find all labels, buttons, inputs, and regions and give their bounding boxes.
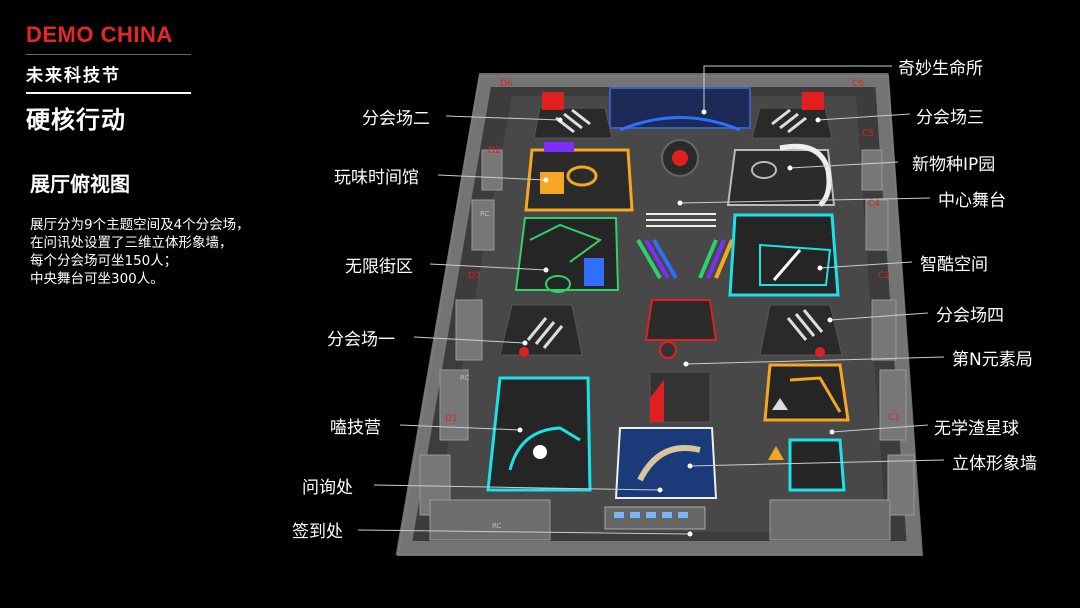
map-code-c6: C6 (852, 79, 864, 89)
callout-dots-right (677, 109, 835, 469)
label-time-museum: 玩味时间馆 (334, 168, 419, 188)
zone-tech-camp (486, 376, 592, 492)
label-session-2: 分会场二 (362, 109, 430, 129)
label-central-stage: 中心舞台 (938, 191, 1006, 211)
description-line: 展厅分为9个主题空间及4个分会场， (30, 217, 250, 233)
label-session-4: 分会场四 (936, 306, 1004, 326)
map-code-c1: C1 (888, 413, 900, 423)
label-check-in: 签到处 (292, 522, 343, 542)
zone-session-4 (759, 304, 843, 357)
map-code-d3: D3 (468, 271, 481, 281)
map-code-rc: RC (480, 210, 490, 218)
callout-lines-left (357, 115, 691, 535)
map-code-rc: RC (460, 374, 470, 382)
zone-reception (604, 506, 706, 530)
zone-planet (763, 363, 850, 422)
label-infinite-street: 无限街区 (345, 257, 413, 277)
map-codes: D6 C6 C5 D2 C4 D3 C2 D1 C1 (445, 79, 900, 424)
label-tech-camp: 嗑技营 (330, 418, 381, 438)
map-code-c5: C5 (862, 129, 874, 139)
callout-dots-left (517, 117, 693, 537)
label-session-3: 分会场三 (916, 108, 984, 128)
description-line: 每个分会场可坐150人； (30, 253, 178, 269)
map-code-d1: D1 (445, 414, 458, 424)
description-line: 在问讯处设置了三维立体形象墙， (30, 235, 233, 251)
zone-life-lab (609, 87, 751, 177)
label-life-lab: 奇妙生命所 (898, 59, 983, 79)
zone-session-2 (533, 92, 613, 139)
zone-infinite-street (514, 217, 620, 293)
map-code-rc: RC (492, 522, 502, 530)
zone-ip-park (726, 143, 836, 207)
label-element-n: 第N元素局 (952, 350, 1033, 370)
bottom-rooms (429, 499, 891, 541)
brand-slogan: 硬核行动 (26, 106, 126, 134)
brand-logo: DEMO CHINA (26, 22, 173, 47)
zone-central-stage (636, 213, 734, 280)
label-smart-space: 智酷空间 (920, 255, 988, 275)
map-code-d2: D2 (488, 146, 501, 156)
label-session-1: 分会场一 (327, 330, 395, 350)
zone-session-1 (499, 304, 583, 357)
overview-description: 展厅分为9个主题空间及4个分会场， 在问讯处设置了三维立体形象墙， 每个分会场可… (30, 216, 330, 288)
zone-smart-space (728, 213, 840, 297)
brand-divider (26, 54, 191, 55)
brand-divider-bold (26, 92, 191, 94)
map-code-c2: C2 (878, 271, 890, 281)
label-planet: 无学渣星球 (934, 419, 1019, 439)
label-info-desk: 问询处 (302, 478, 353, 498)
brand-block: DEMO CHINA 未来科技节 硬核行动 (26, 22, 206, 135)
zone-element-n (644, 299, 718, 423)
label-ip-park: 新物种IP园 (912, 155, 996, 175)
zone-image-wall (614, 427, 846, 499)
label-image-wall: 立体形象墙 (952, 454, 1037, 474)
map-code-c4: C4 (868, 199, 880, 209)
outer-wall (395, 73, 922, 555)
description-line: 中央舞台可坐300人。 (30, 271, 164, 287)
zone-time-museum (524, 142, 634, 212)
map-code-d6: D6 (500, 79, 513, 89)
page-title: 展厅俯视图 (30, 172, 130, 196)
zone-session-3 (751, 92, 833, 139)
callout-lines-right (679, 65, 945, 467)
brand-subtitle: 未来科技节 (26, 66, 121, 86)
